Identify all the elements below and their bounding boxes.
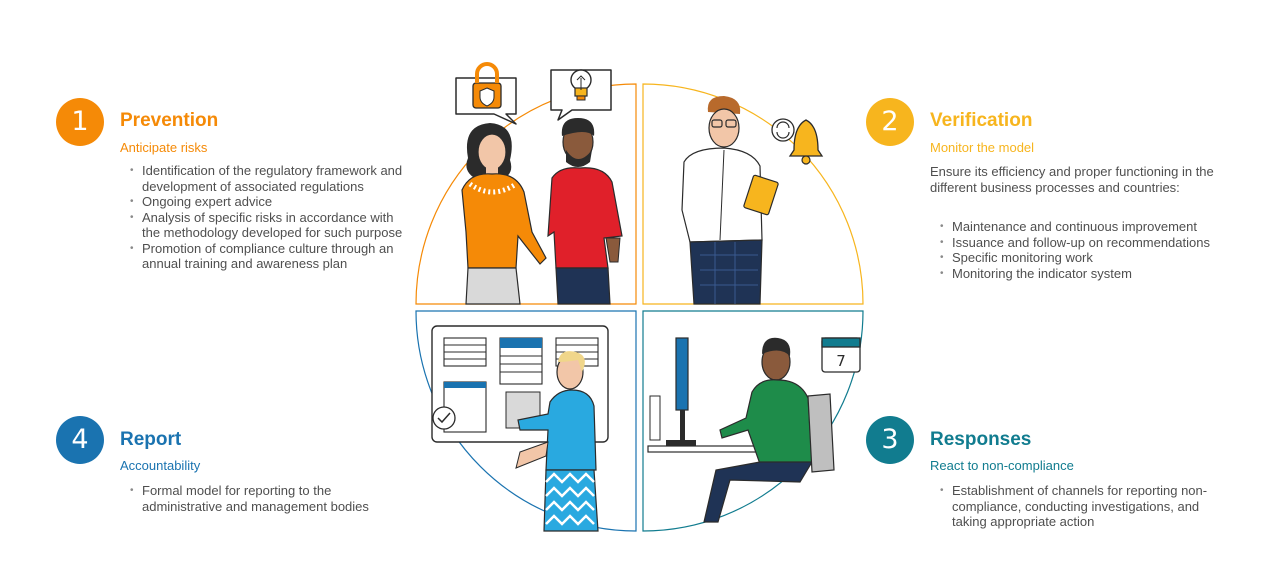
section-subtitle-report: Accountability [120,458,201,473]
prevention-people-illustration [455,62,623,305]
section-subtitle-verification: Monitor the model [930,140,1035,155]
responses-person-illustration: 7 [647,337,861,523]
section-subtitle-prevention: Anticipate risks [120,140,208,155]
report-person-illustration [431,325,609,532]
list-item: Establishment of channels for reporting … [932,483,1232,530]
list-item: Promotion of compliance culture through … [122,241,414,272]
step-number-1: 1 [56,98,104,146]
list-item: Ongoing expert advice [122,194,414,210]
section-title-prevention: Prevention [120,110,219,131]
compliance-cycle-illustration: 7 [415,62,864,532]
bullet-list-prevention: Identification of the regulatory framewo… [122,163,414,272]
list-item: Monitoring the indicator system [932,266,1232,282]
list-item: Maintenance and continuous improvement [932,219,1232,235]
section-title-verification: Verification [930,110,1033,131]
lightbulb-icon [550,69,612,121]
bullet-list-verification: Maintenance and continuous improvement I… [932,219,1232,281]
list-item: Specific monitoring work [932,250,1232,266]
calendar-icon: 7 [821,337,861,373]
calendar-day: 7 [836,352,846,370]
checkmark-icon [432,406,456,430]
lock-shield-icon [455,62,517,125]
list-item: Identification of the regulatory framewo… [122,163,414,194]
list-item: Issuance and follow-up on recommendation… [932,235,1232,251]
step-number-2: 2 [866,98,914,146]
bullet-list-report: Formal model for reporting to the admini… [122,483,402,514]
section-subtitle-responses: React to non-compliance [930,458,1074,473]
list-item: Analysis of specific risks in accordance… [122,210,414,241]
bullet-list-responses: Establishment of channels for reporting … [932,483,1232,530]
section-intro-verification: Ensure its efficiency and proper functio… [930,164,1214,195]
list-item: Formal model for reporting to the admini… [122,483,402,514]
step-number-3: 3 [866,416,914,464]
step-number-4: 4 [56,416,104,464]
verification-person-illustration [681,96,824,305]
section-title-responses: Responses [930,429,1032,450]
bell-refresh-icon [771,118,824,165]
section-title-report: Report [120,429,182,450]
